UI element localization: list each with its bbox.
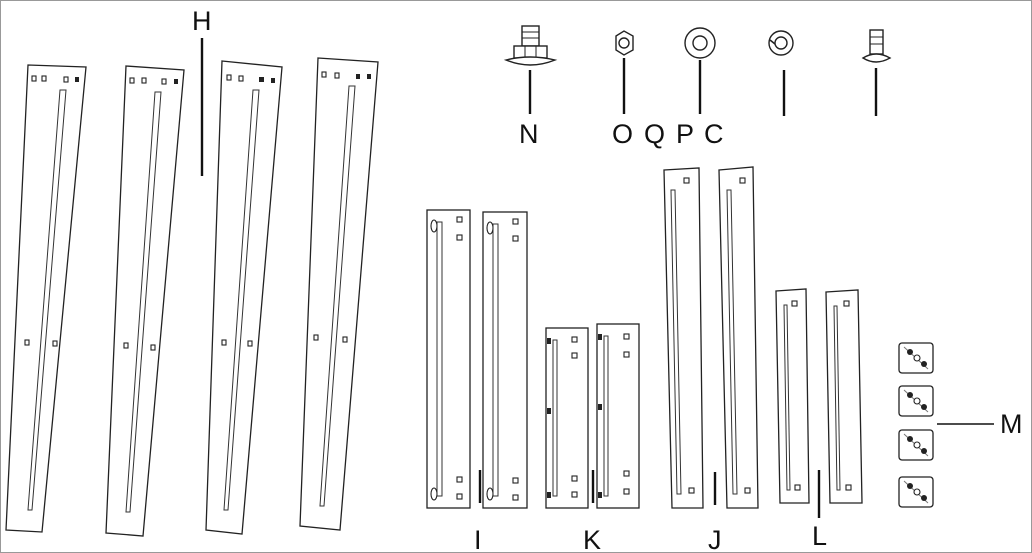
rail-i-1 — [426, 209, 471, 509]
label-i: I — [474, 525, 482, 553]
hardware-nut-o: O — [612, 30, 634, 149]
rail-k-2 — [596, 323, 640, 509]
hardware-bolt-n: N — [503, 25, 558, 149]
rail-l-2 — [825, 289, 863, 504]
part-i-rails: I — [426, 209, 528, 553]
label-n: N — [519, 119, 539, 149]
part-k-rails: K — [545, 323, 640, 553]
hardware-lock-washer — [768, 30, 794, 116]
label-p: P — [676, 119, 694, 149]
rail-i-2 — [482, 211, 528, 509]
leg-h-1 — [5, 64, 87, 533]
part-l-rails: L — [775, 288, 863, 551]
label-j: J — [708, 525, 722, 553]
label-c: C — [704, 119, 724, 149]
leg-h-3 — [205, 60, 283, 535]
bracket-m-2 — [898, 385, 934, 417]
leg-h-4 — [299, 57, 379, 531]
leg-h-2 — [105, 65, 185, 537]
label-l: L — [812, 521, 827, 551]
hardware-screw — [861, 29, 892, 116]
label-m: M — [1000, 409, 1023, 439]
bracket-m-4 — [898, 476, 934, 508]
part-m-brackets: M — [898, 342, 1023, 508]
label-q: Q — [644, 119, 665, 149]
label-h: H — [192, 6, 212, 36]
part-j-rails: J — [663, 166, 759, 553]
rail-k-1 — [545, 327, 589, 509]
rail-j-1 — [663, 167, 704, 509]
rail-l-1 — [775, 288, 810, 504]
bracket-m-1 — [898, 342, 934, 374]
rail-j-2 — [718, 166, 759, 509]
hardware-washer-p: P — [676, 27, 716, 149]
part-h-legs: H — [5, 6, 379, 537]
label-o: O — [612, 119, 633, 149]
label-k: K — [583, 525, 601, 553]
bracket-m-3 — [898, 429, 934, 461]
